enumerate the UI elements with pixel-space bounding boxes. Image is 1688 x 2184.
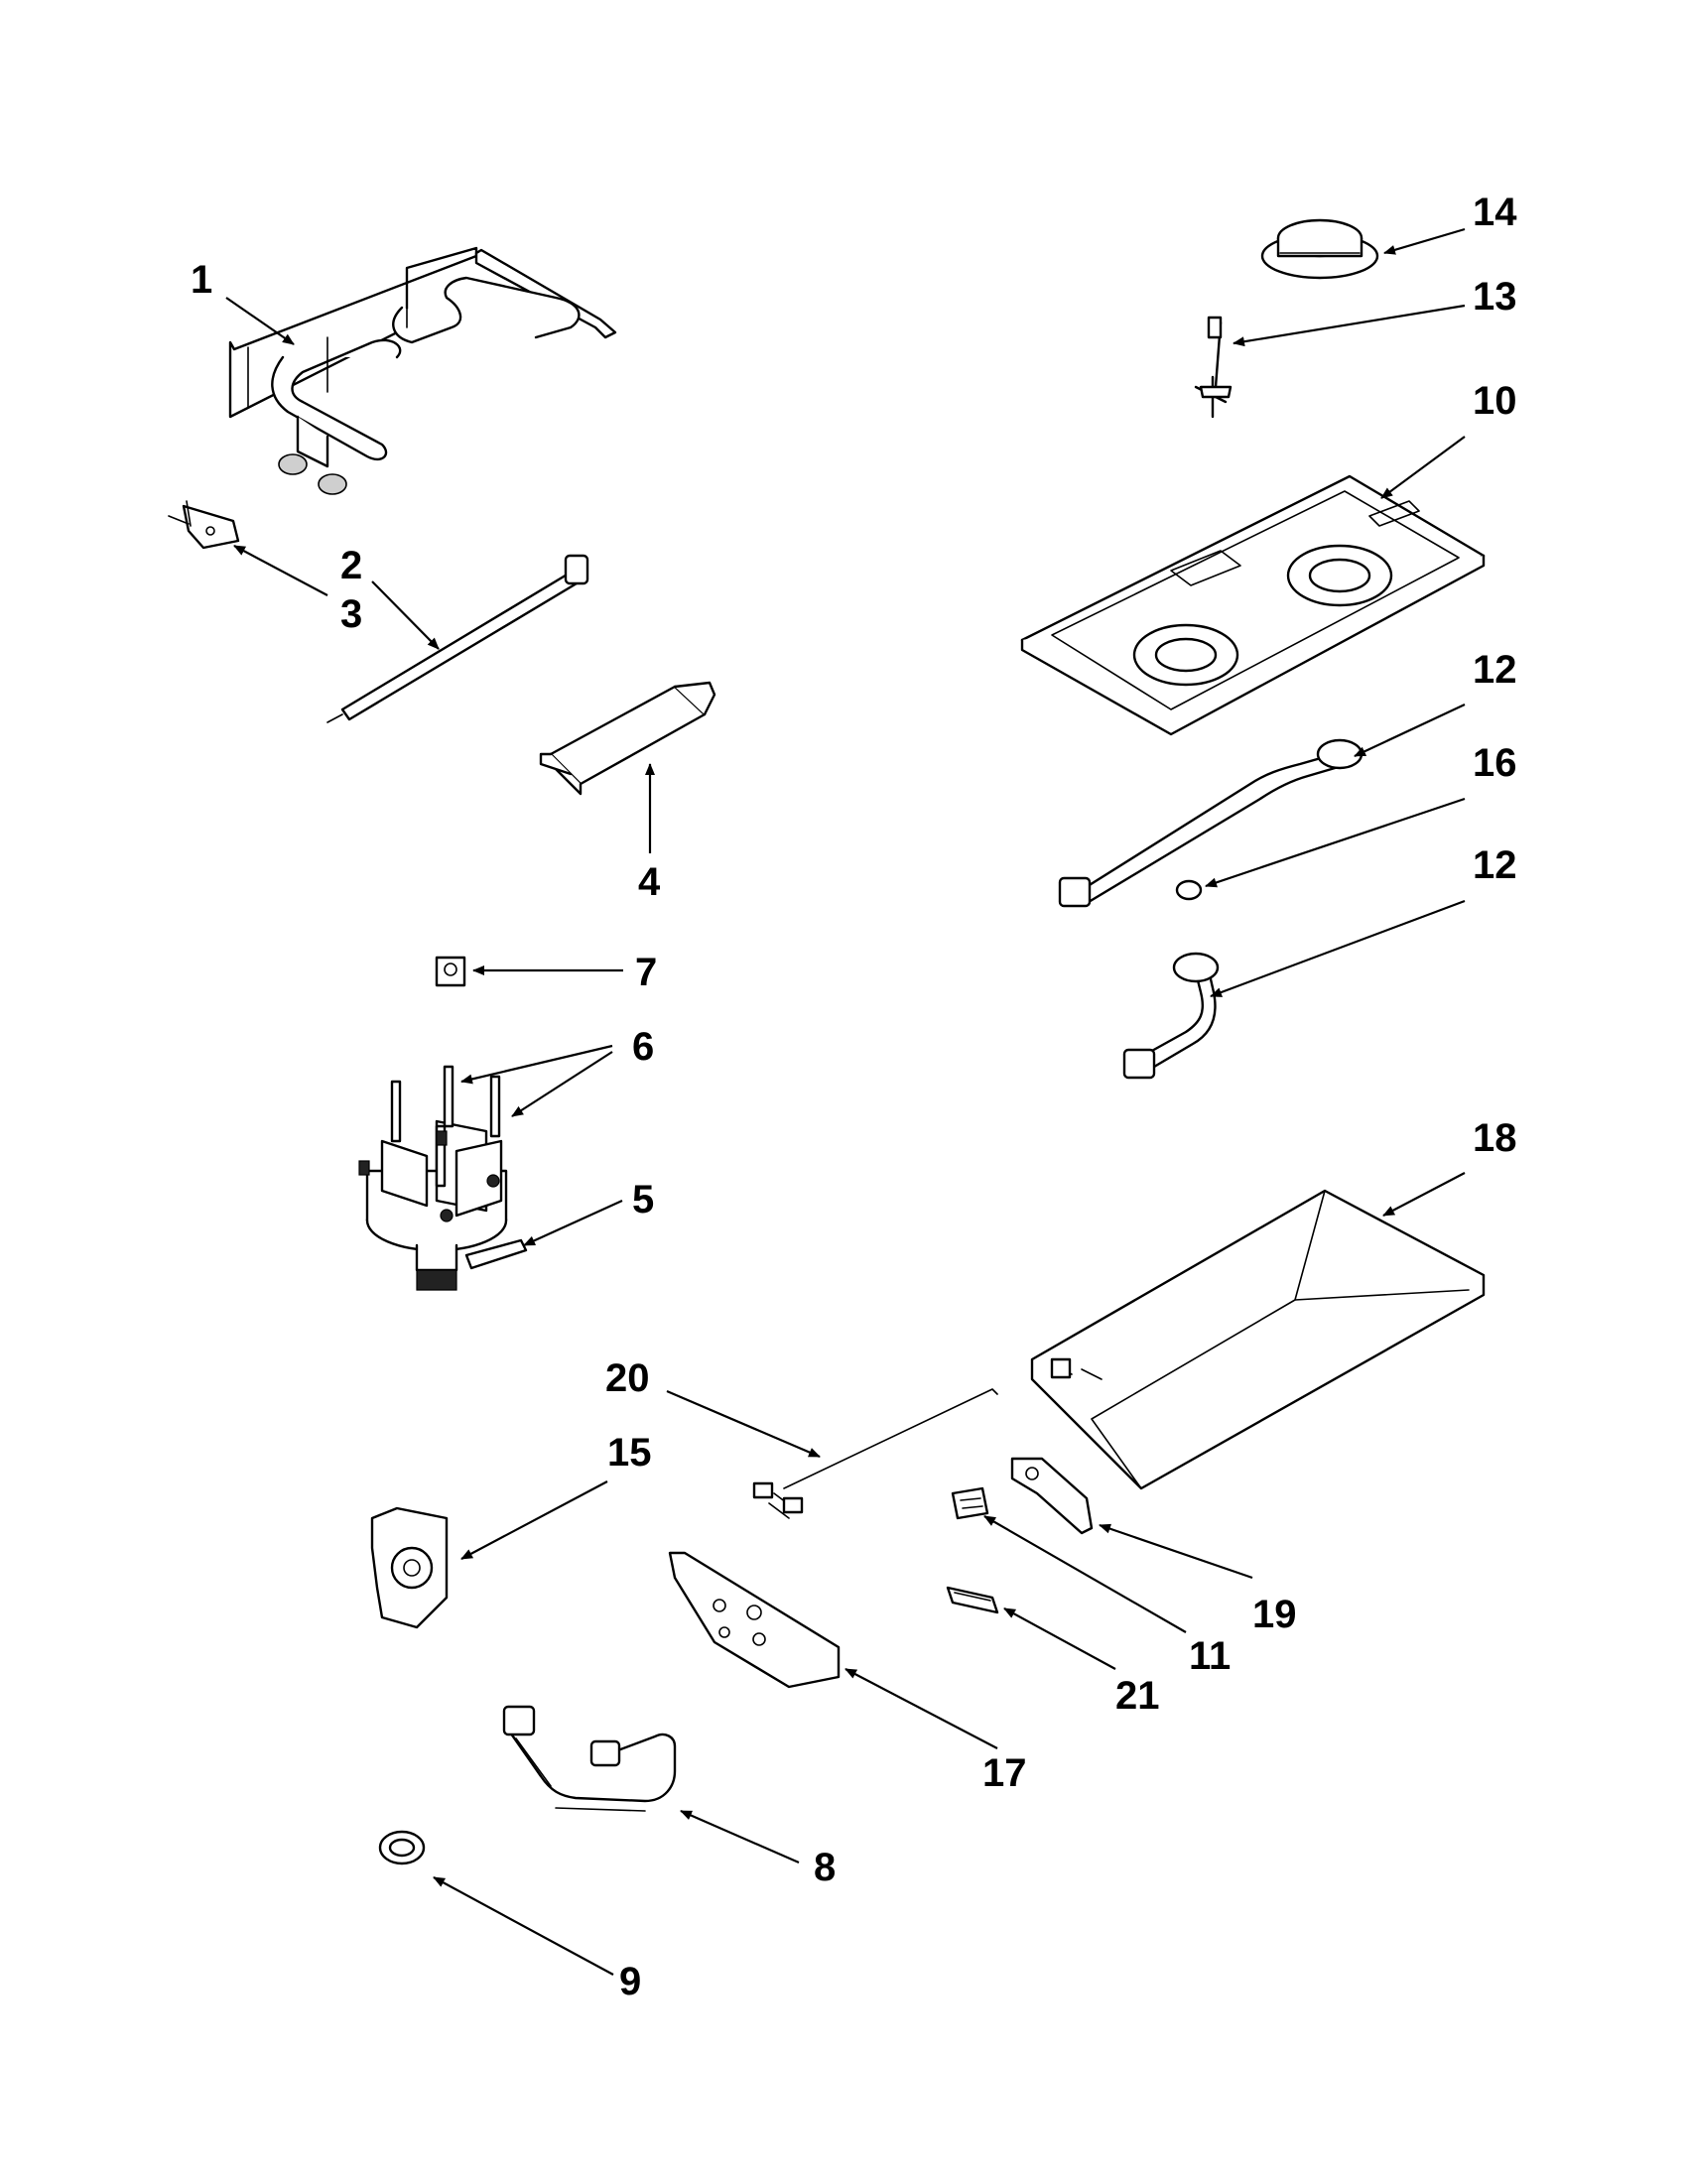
callout-6: 6 [632, 1025, 654, 1069]
callout-12a: 12 [1473, 648, 1517, 692]
part-14-burner-cap [1260, 218, 1379, 280]
callout-18: 18 [1473, 1116, 1517, 1160]
leader-12b [1210, 899, 1466, 998]
part-12-burner-tube-lower [1122, 952, 1220, 1080]
leader-8 [680, 1809, 800, 1864]
leader-20 [666, 1389, 821, 1459]
part-16-o-ring [1175, 879, 1203, 901]
leader-19 [1099, 1523, 1253, 1580]
part-19-bracket [1010, 1457, 1094, 1535]
leader-lines [225, 227, 1466, 1976]
callout-1: 1 [191, 258, 212, 302]
callout-9: 9 [619, 1960, 641, 2003]
leader-18 [1382, 1172, 1466, 1217]
callout-21: 21 [1115, 1674, 1160, 1718]
leader-15 [460, 1480, 608, 1560]
callout-4: 4 [638, 860, 661, 904]
callout-11: 11 [1189, 1634, 1231, 1678]
part-1-burner-assembly [228, 246, 617, 495]
callout-13: 13 [1473, 275, 1517, 319]
part-17-bracket [668, 1551, 841, 1689]
callout-16: 16 [1473, 741, 1517, 785]
part-3-ignitor-bracket [168, 500, 240, 550]
part-7-clip [435, 956, 466, 987]
callout-12b: 12 [1473, 843, 1517, 887]
part-11-screw [951, 1486, 989, 1520]
part-18-burner-box [1030, 1189, 1486, 1490]
callout-10: 10 [1473, 379, 1517, 423]
part-9-washer [378, 1830, 426, 1865]
callout-15: 15 [607, 1431, 652, 1475]
leader-10 [1380, 436, 1466, 499]
part-15-orifice-holder [370, 1506, 449, 1629]
callout-17: 17 [982, 1751, 1027, 1795]
part-2-rod [326, 554, 589, 723]
leader-16 [1205, 797, 1466, 888]
leader-17 [844, 1668, 998, 1749]
callout-20: 20 [605, 1356, 650, 1400]
callout-labels: 1 2 3 4 5 6 7 8 9 10 11 12 12 13 14 15 1… [191, 191, 1517, 2003]
leader-12a [1354, 704, 1466, 757]
leader-1 [225, 297, 295, 345]
callout-5: 5 [632, 1178, 654, 1221]
leader-5 [523, 1199, 623, 1247]
leader-6b [511, 1051, 613, 1117]
callout-8: 8 [814, 1846, 836, 1889]
part-8-gas-tube [502, 1705, 677, 1812]
callout-7: 7 [635, 951, 657, 994]
leader-2 [371, 580, 440, 650]
leader-6a [460, 1044, 613, 1085]
leader-3 [233, 545, 328, 596]
leader-21 [1003, 1607, 1116, 1670]
part-13-igniter [1194, 316, 1233, 419]
callout-14: 14 [1473, 191, 1517, 234]
part-21-clip [946, 1586, 999, 1614]
leader-11 [983, 1515, 1187, 1633]
part-5-6-valve-assembly [358, 1065, 528, 1291]
callout-19: 19 [1252, 1593, 1297, 1636]
part-20-wire-harness [752, 1388, 998, 1519]
leader-13 [1233, 304, 1466, 347]
part-12-burner-tube-upper [1058, 738, 1363, 908]
leader-9 [433, 1876, 614, 1976]
part-10-cooktop [1020, 474, 1486, 736]
leader-14 [1383, 227, 1466, 255]
callout-3: 3 [340, 592, 362, 636]
callout-2: 2 [340, 544, 362, 587]
part-4-bracket [539, 681, 716, 796]
